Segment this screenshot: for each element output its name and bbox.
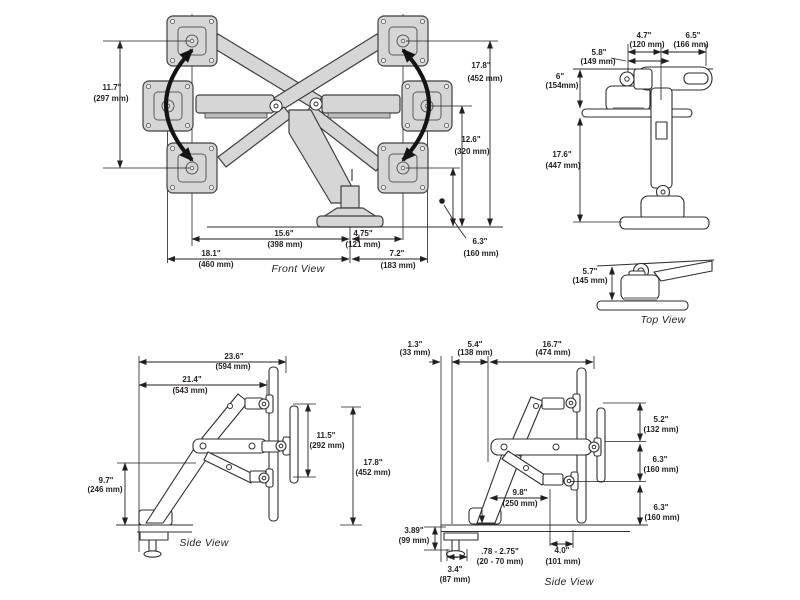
- dim-front-lift-min-mm: (160 mm): [463, 249, 499, 258]
- clamp-detail: [620, 274, 660, 301]
- dim-sideR-folded-reach-in: 9.8": [512, 488, 528, 497]
- dim-front-lift-mid-mm: (320 mm): [454, 147, 490, 156]
- dim-top-rear-width-in: 6.5": [685, 31, 701, 40]
- motion-arc-left: [164, 48, 194, 162]
- dim-top-clamp-depth-mm: (154mm): [545, 81, 579, 90]
- dim-front-reach-right-mm: (121 mm): [345, 240, 381, 249]
- front-view-caption: Front View: [271, 263, 325, 275]
- dim-sideL-folded-height-mm: (246 mm): [87, 485, 123, 494]
- dim-sideR-base-offset-in: 4.0": [554, 546, 570, 555]
- dim-front-span-left-in: 18.1": [201, 249, 221, 258]
- dim-top-arm-reach-in: 17.6": [552, 150, 572, 159]
- dim-front-span-left-mm: (460 mm): [198, 260, 234, 269]
- dim-front-lift-max-mm: (452 mm): [467, 74, 503, 83]
- dim-sideL-vesa-depth-in: 21.4": [182, 375, 202, 384]
- dim-sideR-drop-mid-in: 6.3": [652, 455, 668, 464]
- base-plate: [619, 216, 710, 230]
- dim-sideR-clamp-width-mm: (87 mm): [439, 575, 471, 584]
- dim-sideR-drop-top-mm: (132 mm): [643, 425, 679, 434]
- dim-front-lift-mid-in: 12.6": [461, 135, 481, 144]
- side-view-left-caption: Side View: [179, 537, 229, 549]
- dim-sideR-rear-clearance-mm: (33 mm): [399, 348, 431, 357]
- dim-front-span-right-mm: (183 mm): [380, 261, 416, 270]
- pole: [340, 185, 360, 209]
- dim-front-span-right-in: 7.2": [389, 249, 405, 258]
- dim-sideR-drop-mid-mm: (160 mm): [643, 465, 679, 474]
- dim-front-lift-max-in: 17.8": [471, 61, 491, 70]
- dim-sideR-clamp-width-in: 3.4": [447, 565, 463, 574]
- dim-sideL-folded-height-in: 9.7": [98, 476, 114, 485]
- dim-top-front-width-in: 4.7": [636, 31, 652, 40]
- dim-sideR-folded-reach-mm: (250 mm): [502, 499, 538, 508]
- motion-arc-right: [401, 48, 431, 162]
- dim-sideR-clamp-height-mm: (99 mm): [398, 536, 430, 545]
- top-view-art: [573, 44, 715, 311]
- upper-link: [201, 393, 249, 447]
- dim-front-vesa-spacing-mm: (297 mm): [93, 94, 129, 103]
- dim-top-front-width-mm: (120 mm): [629, 40, 665, 49]
- front-view-art: [103, 14, 503, 263]
- dim-sideL-total-depth-in: 23.6": [224, 352, 244, 361]
- dim-sideR-desk-thickness-in: .78 - 2.75": [481, 547, 519, 556]
- clamp-bracket: [139, 531, 169, 541]
- dim-sideR-base-offset-mm: (101 mm): [545, 557, 581, 566]
- dim-sideR-drop-bottom-mm: (160 mm): [644, 513, 680, 522]
- dim-top-base-depth-in: 5.7": [582, 267, 598, 276]
- dim-sideL-vesa-travel-mm: (292 mm): [309, 441, 345, 450]
- dim-sideR-clamp-to-riser-mm: (138 mm): [457, 348, 493, 357]
- dim-sideR-desk-thickness-mm: (20 - 70 mm): [476, 557, 524, 566]
- clamp-screw-knob: [143, 550, 162, 558]
- dim-front-reach-left-mm: (398 mm): [267, 240, 303, 249]
- dim-front-reach-right-in: 4.75": [353, 229, 373, 238]
- dim-top-pivot-inset-mm: (149 mm): [580, 57, 616, 66]
- side-view-left-art: [116, 356, 362, 558]
- clamp-bracket: [443, 532, 479, 541]
- dim-sideR-clamp-to-riser-in: 5.4": [467, 340, 483, 349]
- dim-sideR-drop-bottom-in: 6.3": [653, 503, 669, 512]
- dim-sideL-total-depth-mm: (594 mm): [215, 362, 251, 371]
- dim-top-rear-width-mm: (166 mm): [673, 40, 709, 49]
- dim-sideR-drop-top-in: 5.2": [653, 415, 669, 424]
- dim-sideR-rear-clearance-in: 1.3": [407, 340, 423, 349]
- base-plate: [316, 215, 384, 228]
- dim-front-vesa-spacing-in: 11.7": [102, 83, 122, 92]
- min-height-marker-dot: [439, 198, 445, 204]
- dim-sideR-extension-in: 16.7": [542, 340, 562, 349]
- arm-horizontal-left: [195, 94, 275, 114]
- side-view-right-caption: Side View: [544, 576, 594, 588]
- arm-horizontal-right: [321, 94, 401, 114]
- monitor-rear: [289, 405, 299, 484]
- dim-sideL-vesa-travel-in: 11.5": [316, 431, 336, 440]
- dim-top-clamp-depth-in: 6": [555, 72, 565, 81]
- dim-sideR-extension-mm: (474 mm): [535, 348, 571, 357]
- dim-top-arm-reach-mm: (447 mm): [545, 161, 581, 170]
- top-view-caption: Top View: [640, 314, 686, 326]
- side-view-right-art: [424, 356, 648, 562]
- dim-top-pivot-inset-in: 5.8": [591, 48, 607, 57]
- dim-sideL-height-range-in: 17.8": [363, 458, 383, 467]
- clamp-screw-knob: [445, 550, 466, 558]
- shelf: [581, 108, 693, 118]
- dim-sideR-clamp-height-in: 3.89": [404, 526, 424, 535]
- dim-sideL-vesa-depth-mm: (543 mm): [172, 386, 208, 395]
- dim-front-reach-left-in: 15.6": [274, 229, 294, 238]
- dim-front-lift-min-in: 6.3": [472, 237, 488, 246]
- dim-top-base-depth-mm: (145 mm): [572, 276, 608, 285]
- dim-sideL-height-range-mm: (452 mm): [355, 468, 391, 477]
